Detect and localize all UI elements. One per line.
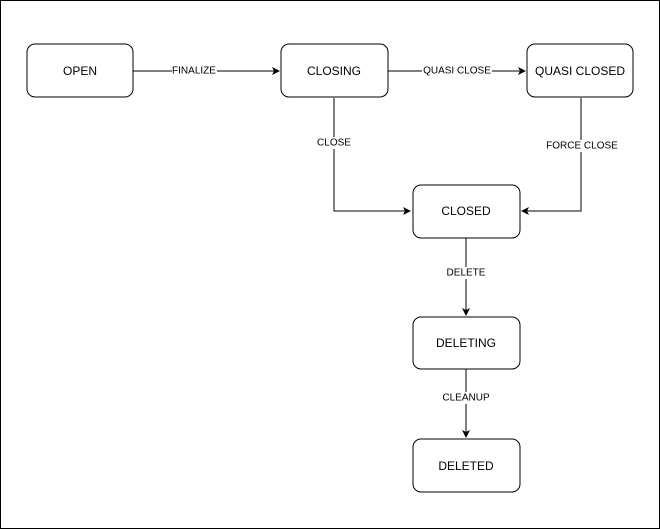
edge-force-close: FORCE CLOSE	[521, 98, 618, 215]
state-label-open: OPEN	[63, 64, 97, 78]
edge-label-force-close: FORCE CLOSE	[546, 141, 618, 152]
state-open: OPEN	[26, 43, 134, 98]
state-label-deleted: DELETED	[438, 459, 494, 473]
state-label-deleting: DELETING	[436, 336, 496, 350]
state-label-closed: CLOSED	[441, 204, 491, 218]
edge-close: CLOSE	[316, 98, 411, 215]
state-closed: CLOSED	[412, 184, 521, 239]
edge-finalize: FINALIZE	[133, 65, 280, 77]
edge-label-close: CLOSE	[317, 138, 351, 149]
edge-label-quasi-close: QUASI CLOSE	[423, 66, 491, 77]
state-deleted: DELETED	[412, 438, 521, 493]
state-closing: CLOSING	[280, 43, 389, 98]
edge-label-delete: DELETE	[447, 268, 486, 279]
edge-quasi-close: QUASI CLOSE	[388, 65, 526, 77]
edge-cleanup: CLEANUP	[441, 369, 491, 438]
state-deleting: DELETING	[412, 316, 521, 370]
state-label-closing: CLOSING	[307, 64, 361, 78]
state-quasi-closed: QUASI CLOSED	[526, 43, 634, 98]
edge-delete: DELETE	[446, 238, 486, 316]
edge-label-cleanup: CLEANUP	[442, 393, 490, 404]
edge-label-finalize: FINALIZE	[172, 66, 216, 77]
state-label-quasi-closed: QUASI CLOSED	[535, 64, 625, 78]
